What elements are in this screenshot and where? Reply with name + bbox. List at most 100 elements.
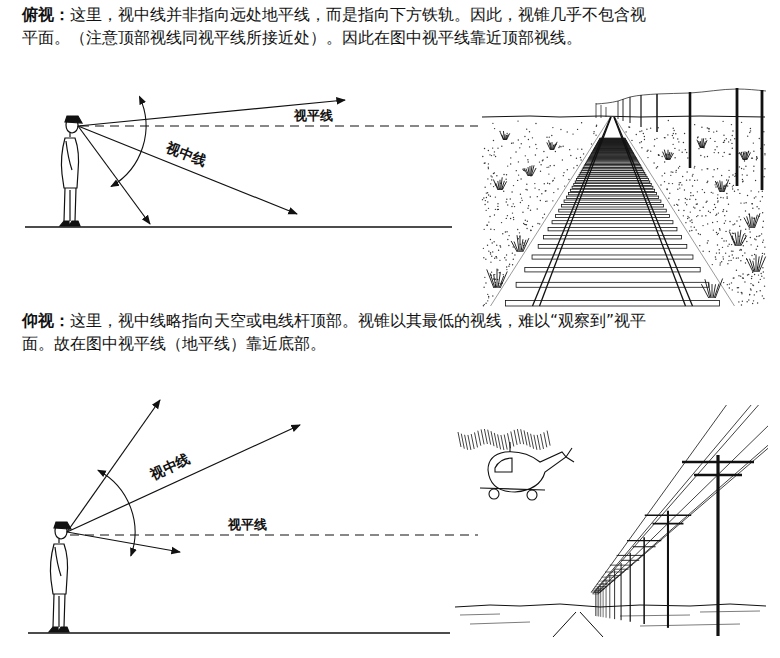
stipple-dot [697, 179, 698, 180]
stipple-dot [506, 201, 507, 202]
stipple-dot [734, 138, 735, 139]
stipple-dot [658, 155, 659, 156]
stipple-dot [690, 192, 691, 193]
stipple-dot [686, 204, 687, 205]
stipple-dot [563, 172, 564, 173]
stipple-dot [520, 202, 521, 203]
stipple-dot [756, 249, 757, 250]
stipple-dot [657, 166, 658, 167]
stipple-dot [717, 168, 718, 169]
stipple-dot [726, 179, 727, 180]
stipple-dot [743, 202, 744, 203]
stipple-dot [629, 127, 630, 128]
stipple-dot [694, 167, 695, 168]
stipple-dot [742, 174, 743, 175]
stipple-dot [755, 196, 756, 197]
stipple-dot [508, 245, 509, 246]
stipple-dot [753, 142, 754, 143]
stipple-dot [549, 183, 550, 184]
stipple-dot [694, 166, 695, 167]
grass-tuft [697, 138, 707, 148]
stipple-dot [562, 159, 563, 160]
stipple-dot [747, 195, 748, 196]
stipple-dot [758, 191, 759, 192]
stipple-dot [737, 287, 738, 288]
stipple-dot [643, 133, 644, 134]
stipple-dot [491, 271, 492, 272]
stipple-dot [737, 189, 738, 190]
stipple-dot [689, 230, 690, 231]
stipple-dot [733, 233, 734, 234]
stipple-dot [664, 181, 665, 182]
stipple-dot [701, 169, 702, 170]
stipple-dot [742, 277, 743, 278]
pole [609, 575, 610, 618]
stipple-dot [750, 244, 751, 245]
stipple-dot [741, 293, 742, 294]
stipple-dot [729, 154, 730, 155]
stipple-dot [694, 207, 695, 208]
stipple-dot [719, 229, 720, 230]
stipple-dot [732, 289, 733, 290]
stipple-dot [496, 256, 497, 257]
stipple-dot [676, 170, 677, 171]
stipple-dot [740, 219, 741, 220]
stipple-dot [694, 180, 695, 181]
stipple-dot [488, 163, 489, 164]
stipple-dot [487, 245, 488, 246]
stipple-dot [706, 182, 707, 183]
stipple-dot [753, 217, 754, 218]
stipple-dot [581, 148, 582, 149]
stipple-dot [555, 151, 556, 152]
stipple-dot [688, 217, 689, 218]
stipple-dot [520, 178, 521, 179]
stipple-dot [646, 129, 647, 130]
stipple-dot [741, 292, 742, 293]
stipple-dot [713, 209, 714, 210]
stipple-dot [708, 131, 709, 132]
grass-blade [753, 261, 755, 272]
stipple-dot [687, 216, 688, 217]
stipple-dot [654, 139, 655, 140]
stipple-dot [486, 224, 487, 225]
stipple-dot [641, 130, 642, 131]
stipple-dot [723, 240, 724, 241]
grass-blade [524, 168, 528, 176]
grass-blade [741, 236, 747, 246]
rotor-stroke [514, 430, 517, 445]
stipple-dot [513, 219, 514, 220]
stipple-dot [491, 255, 492, 256]
grass-blade [699, 141, 701, 148]
stipple-dot [733, 185, 734, 186]
stipple-dot [483, 287, 484, 288]
stipple-dot [762, 196, 763, 197]
stipple-dot [756, 157, 757, 158]
wire [591, 405, 740, 592]
stipple-dot [728, 170, 729, 171]
sight-ray [67, 532, 180, 552]
stipple-dot [505, 259, 506, 260]
stipple-dot [762, 267, 763, 268]
stipple-dot [710, 212, 711, 213]
track-bed-edge [491, 117, 735, 306]
stipple-dot [723, 258, 724, 259]
grass-blade [506, 133, 509, 140]
stipple-dot [726, 211, 727, 212]
stipple-dot [548, 166, 549, 167]
stipple-dot [732, 251, 733, 252]
rotor-stroke [458, 432, 461, 447]
stipple-dot [749, 294, 750, 295]
stipple-dot [697, 203, 698, 204]
stipple-dot [693, 195, 694, 196]
stipple-dot [490, 252, 491, 253]
stipple-dot [511, 206, 512, 207]
stipple-dot [749, 228, 750, 229]
paragraph-text: 这里，视中线并非指向远处地平线，而是指向下方铁轨。因此，视锥几乎不包含视平面。（… [22, 6, 646, 47]
stipple-dot [488, 194, 489, 195]
stipple-dot [664, 173, 665, 174]
stipple-dot [488, 221, 489, 222]
stipple-dot [514, 254, 515, 255]
stipple-dot [494, 214, 495, 215]
stipple-dot [516, 170, 517, 171]
wires [591, 405, 768, 594]
